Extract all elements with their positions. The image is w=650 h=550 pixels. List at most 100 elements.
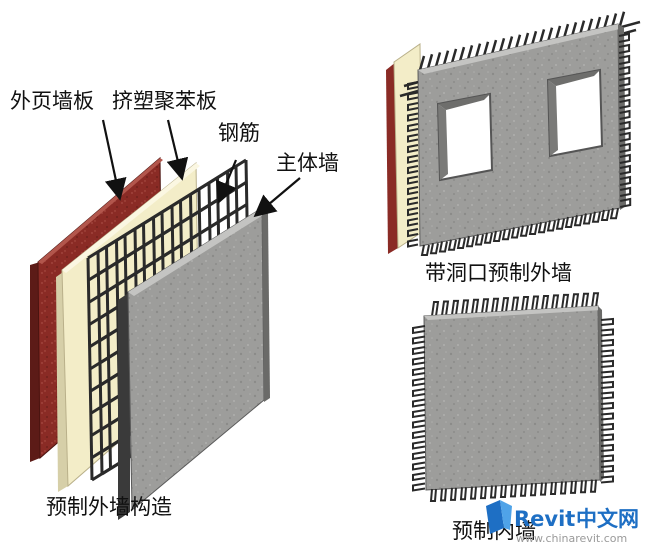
main-concrete-wall	[118, 207, 270, 520]
bottom-rebar-loop	[499, 484, 507, 498]
left-rebar-loop	[412, 430, 426, 440]
right-rebar-loop	[600, 328, 614, 337]
edge-rebar-loop	[407, 165, 419, 175]
bottom-rebar-loop	[539, 482, 547, 496]
edge-rebar-loop	[618, 43, 631, 54]
edge-rebar-loop	[407, 217, 419, 227]
bottom-rebar-loop	[469, 486, 477, 500]
top-stirrup	[450, 48, 458, 64]
watermark-url: www.chinarevit.com	[516, 532, 627, 545]
edge-rebar-loop	[600, 209, 610, 221]
right-rebar-loop	[600, 317, 614, 326]
caption-opening-wall: 带洞口预制外墙	[425, 261, 572, 285]
top-rebar-loop	[501, 297, 510, 313]
left-rebar-loop	[412, 388, 426, 398]
top-stirrup	[466, 45, 474, 60]
right-rebar-loop	[600, 475, 614, 484]
top-rebar-loop	[541, 294, 550, 311]
left-rebar-loop	[412, 335, 426, 345]
edge-rebar-loop	[582, 213, 592, 225]
bottom-rebar-loop	[529, 483, 537, 497]
revit-logo-icon	[486, 500, 512, 534]
edge-rebar-loop	[528, 223, 538, 235]
top-stirrup	[538, 29, 546, 44]
edge-rebar-loop	[407, 81, 419, 91]
edge-rebar-loop	[407, 91, 419, 101]
rebar-horizontal-bar	[98, 203, 248, 298]
edge-rebar-loop	[618, 54, 631, 65]
top-stirrup	[490, 39, 498, 55]
right-rebar-loop	[600, 412, 614, 421]
edge-rebar-loop	[564, 216, 574, 228]
interior-wall-view: 预制内墙	[412, 292, 614, 543]
edge-rebar-loop	[618, 32, 630, 43]
top-stirrup	[618, 11, 626, 27]
edge-rebar-loop	[492, 230, 502, 242]
top-rebar-loop	[431, 301, 440, 317]
right-rebar-loop	[600, 454, 614, 463]
edge-rebar-loop	[619, 153, 631, 164]
top-stirrup	[530, 30, 538, 46]
top-stirrup	[554, 25, 562, 41]
window-opening-left	[436, 92, 494, 182]
left-rebar-loop	[412, 377, 426, 387]
edge-rebar-loop	[407, 196, 419, 206]
edge-rebar-loop	[619, 76, 631, 87]
right-rebar-loop	[600, 349, 614, 358]
top-stirrup	[434, 52, 442, 67]
edge-rebar-loop	[519, 225, 529, 237]
edge-rebar-loop	[620, 197, 632, 208]
edge-rebar-loop	[429, 243, 439, 255]
top-rebar-loop	[471, 298, 480, 314]
top-rebar-loop	[531, 295, 540, 311]
edge-rebar-loop	[407, 175, 419, 185]
right-rebar-loop	[600, 359, 614, 368]
left-rebar-loop	[412, 419, 426, 429]
edge-rebar-loop	[619, 142, 631, 153]
top-stirrup	[482, 41, 490, 57]
label-main-wall: 主体墙	[276, 151, 339, 175]
edge-rebar-loop	[619, 87, 631, 98]
watermark: Revit 中文网 www.chinarevit.com	[486, 500, 639, 545]
edge-rebar-loop	[555, 218, 565, 230]
left-rebar-loop	[412, 346, 426, 356]
top-stirrup	[546, 27, 554, 43]
top-rebar-loop	[561, 293, 570, 309]
label-outer-leaf: 外页墙板	[10, 89, 94, 113]
top-rebar-loop	[481, 298, 490, 314]
top-stirrup	[418, 55, 426, 71]
edge-rebar-loop	[619, 131, 631, 142]
edge-rebar-loop	[619, 164, 631, 175]
label-rebar: 钢筋	[218, 121, 260, 145]
edge-rebar-loop	[407, 133, 419, 143]
edge-rebar-loop	[510, 227, 520, 239]
edge-rebar-loop	[573, 215, 583, 227]
top-stirrup	[498, 37, 506, 53]
edge-rebar-loop	[501, 229, 511, 241]
bottom-rebar-loop	[429, 488, 437, 502]
right-rebar-loop	[600, 443, 614, 452]
edge-rebar-loop	[619, 120, 631, 131]
window-opening-right	[546, 68, 604, 158]
right-rebar-loop	[600, 391, 614, 400]
bottom-rebar-loop	[449, 487, 457, 501]
left-rebar-loop	[412, 356, 426, 366]
edge-rebar-loop	[447, 239, 457, 251]
opening-wall-view: 带洞口预制外墙	[386, 11, 641, 285]
top-rebar-loop	[511, 296, 520, 312]
left-rebar-loop	[412, 472, 426, 482]
top-rebar-loop	[591, 292, 600, 308]
edge-rebar-loop	[407, 186, 419, 196]
edge-rebar-loop	[456, 237, 466, 249]
left-rebar-loop	[412, 325, 426, 335]
bottom-rebar-loop	[479, 486, 487, 500]
edge-rebar-loop	[407, 102, 419, 112]
right-rebar-loop	[600, 464, 614, 473]
right-rebar-loop	[600, 401, 614, 410]
bottom-rebar-loop	[579, 480, 587, 494]
top-rebar-loop	[581, 292, 590, 308]
edge-rebar-loop	[407, 123, 419, 133]
edge-rebar-loop	[407, 154, 419, 164]
top-stirrup	[442, 50, 450, 66]
